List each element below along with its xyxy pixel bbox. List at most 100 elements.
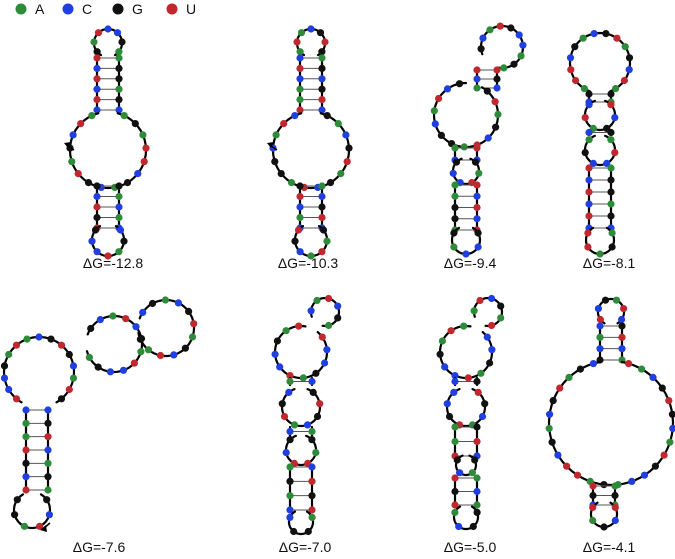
structure-1-three-prime-end [67,145,75,151]
structure-3-stem-1-nucleotide [473,66,481,74]
structure-3-loop-2-nucleotide [494,110,502,118]
structure-5-loop-4-nucleotide [20,522,28,530]
structure-3-loop-2-nucleotide [431,120,439,128]
structure-7-loop-5-nucleotide [456,469,464,477]
structure-6-stem-2-nucleotide [286,377,294,386]
structure-2-stem-1-nucleotide [318,85,326,93]
structure-6-loop-5-nucleotide [312,449,320,457]
structure-2-loop-0-nucleotide [316,29,325,37]
structure-6-stem-6-nucleotide [308,477,316,485]
structure-5-loop-2-nucleotide [12,395,21,403]
structure-7-stem-6-nucleotide [451,487,459,496]
structure-3-loop-0-nucleotide [510,60,518,68]
structure-6-loop-5-nucleotide [286,436,294,444]
structure-7-loop-7-nucleotide [469,522,477,531]
structure-8-stem-1-nucleotide [596,345,604,353]
structure-2-loop-4-nucleotide [307,252,315,260]
structure-6-loop-0-nucleotide [313,296,321,305]
structure-2-arrow-head [267,142,274,148]
structure-2-loop-4-nucleotide [319,226,328,234]
structure-4-loop-0-nucleotide [612,85,620,93]
structure-4-loop-2-backbone [583,99,617,132]
structure-7-stem-4-nucleotide [451,423,459,431]
structure-5-loop-0-nucleotide [156,351,165,360]
structure-4-loop-4-backbone [583,134,617,167]
structure-6-loop-3-nucleotide [316,400,324,408]
structure-3-loop-2-nucleotide [460,143,468,151]
structure-5-loop-1-nucleotide [122,315,130,323]
structure-7-loop-1-nucleotide [460,322,468,330]
structure-7-stem-4-nucleotide [473,423,481,431]
structure-7-loop-7-nucleotide [455,522,463,531]
structure-5-stem-3-nucleotide [22,419,30,427]
structure-7-loop-3-nucleotide [443,400,451,408]
structure-3-stem-3-nucleotide [451,144,459,152]
structure-2-stem-3-nucleotide [296,192,304,201]
structure-5-loop-2-nucleotide [57,395,66,403]
structure-5-loop-4-nucleotide [11,511,19,519]
structure-5-stem-3-nucleotide [22,473,30,481]
structure-1-loop-0-nucleotide [115,48,123,56]
structure-3-stem-5-nucleotide [473,181,481,189]
structure-6-loop-7-nucleotide [290,527,298,536]
structure-2-stem-1-nucleotide [318,96,326,104]
structure-4-loop-6-nucleotide [608,229,616,237]
structure-1-loop-2-nucleotide [68,158,76,166]
structure-8-loop-4-nucleotide [611,516,619,525]
structure-2-loop-2-nucleotide [337,170,345,178]
structure-8-loop-0-nucleotide [596,315,605,324]
structure-8-loop-2-nucleotide [548,438,556,446]
structure-5-stem-3-nucleotide [44,446,52,454]
structure-6-loop-3-nucleotide [280,412,289,421]
structure-4-loop-2-nucleotide [611,114,619,122]
structure-1-stem-1-nucleotide [115,54,123,62]
structure-8-loop-2-nucleotide [545,424,553,432]
structure-2-stem-3-nucleotide [296,213,304,222]
structure-8-loop-4-nucleotide [611,503,619,512]
structure-4-stem-1-nucleotide [585,90,593,98]
structure-3-loop-6-nucleotide [474,229,482,237]
structure-5-stem-3-nucleotide [22,486,30,494]
structure-5-arrow-head [40,525,47,532]
structure-6-stem-6-nucleotide [286,506,294,514]
structure-2-loop-4-nucleotide [291,237,299,245]
structure-5-loop-2-nucleotide [12,341,21,349]
structure-2-stem-1-nucleotide [318,54,326,62]
structure-7-stem-6-nucleotide [451,474,459,482]
structure-4-loop-4-nucleotide [607,136,615,144]
structure-7-loop-3-nucleotide [481,400,489,408]
structure-3-loop-4-backbone [451,157,481,186]
structure-1-loop-2-nucleotide [142,144,150,152]
structure-7-loop-1-nucleotide [488,346,496,354]
structure-3-loop-0-nucleotide [479,34,487,42]
structure-5-loop-1-nucleotide [137,335,146,343]
structure-6-loop-1-nucleotide [321,359,329,367]
structure-2-stem-1-nucleotide [318,75,326,83]
structure-5-loop-4-nucleotide [36,522,44,530]
structure-1-stem-1-nucleotide [93,64,101,72]
structure-6-loop-7-nucleotide [308,513,316,522]
structure-2-loop-2-nucleotide [326,179,335,187]
structure-3-loop-2-nucleotide [492,123,500,131]
structure-1-loop-0-nucleotide [118,38,126,46]
structure-7-loop-0-backbone [472,296,504,328]
structure-5-stem-3-nucleotide [44,419,52,427]
structure-1-stem-3-nucleotide [115,203,123,211]
structure-5-loop-1-backbone [85,314,144,374]
structure-6-loop-0-nucleotide [325,294,333,303]
structure-5-loop-0-nucleotide [148,299,157,308]
legend-dot-a [15,3,27,15]
structure-5-stem-3-nucleotide [44,459,52,467]
structure-5-stem-3-nucleotide [22,406,30,414]
structure-2-loop-2-nucleotide [345,144,353,152]
structure-7-loop-5-nucleotide [471,456,479,464]
structure-8-loop-2-nucleotide [556,384,564,392]
structure-6-stem-6-nucleotide [308,492,316,500]
structure-7-loop-3-nucleotide [445,412,454,421]
structure-7-loop-3-nucleotide [478,412,487,421]
structure-1-loop-2-nucleotide [134,170,142,178]
structure-1-stem-3-nucleotide [93,182,101,190]
structure-8-loop-2-nucleotide [563,462,571,470]
structure-5-loop-4-nucleotide [45,511,54,519]
